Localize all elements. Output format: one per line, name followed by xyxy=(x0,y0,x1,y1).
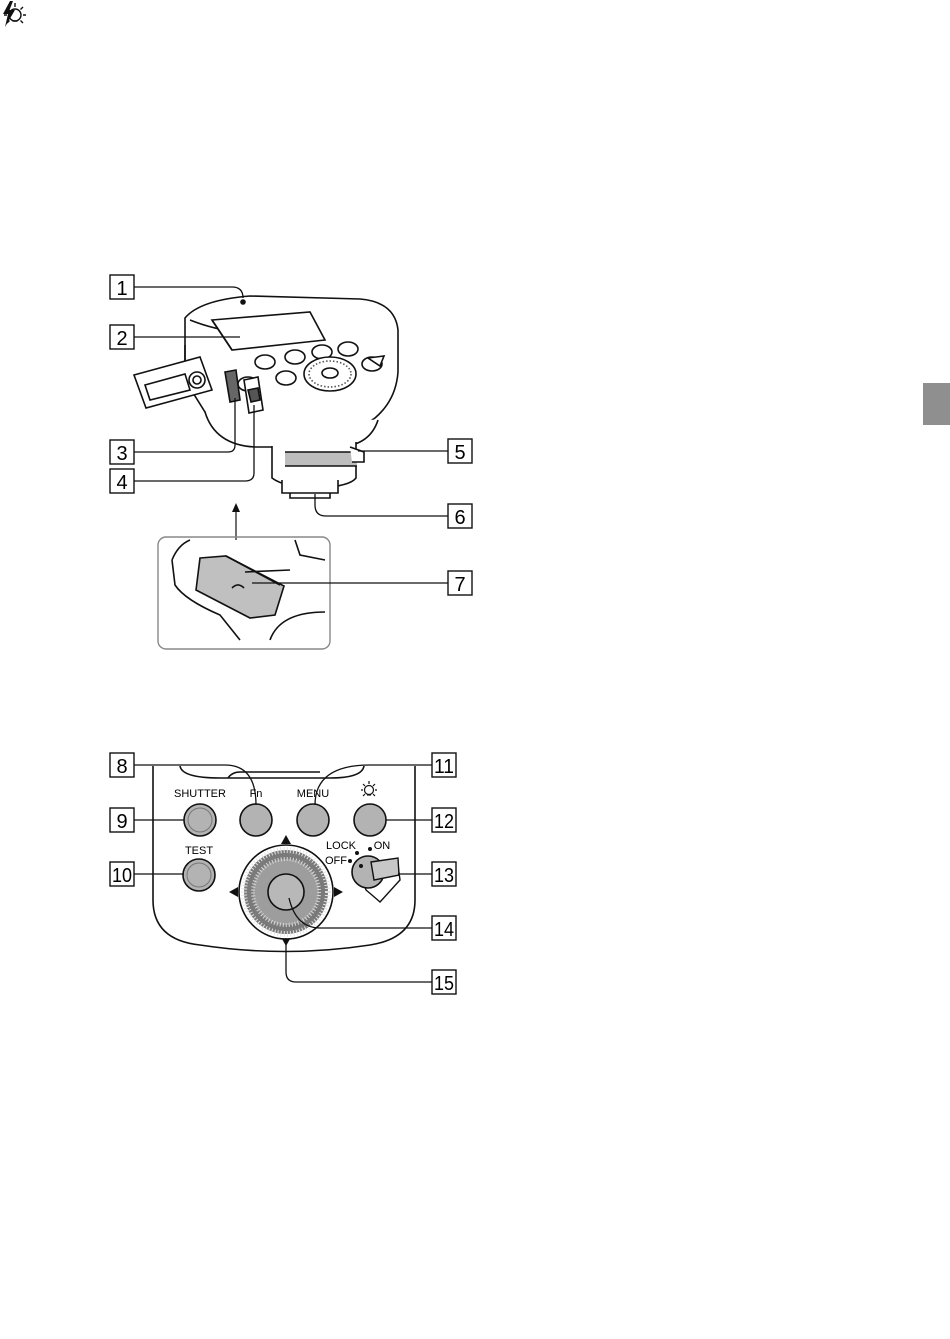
commander-top-illustration xyxy=(134,296,398,498)
flash-icon xyxy=(0,0,18,28)
svg-text:8: 8 xyxy=(116,756,127,778)
callout-7: 7 xyxy=(448,571,472,596)
svg-text:13: 13 xyxy=(434,865,454,887)
callout-4: 4 xyxy=(110,469,134,494)
svg-text:15: 15 xyxy=(434,973,454,995)
off-position-dot xyxy=(348,859,352,863)
lock-label: LOCK xyxy=(326,840,357,852)
svg-text:4: 4 xyxy=(116,472,127,494)
svg-text:14: 14 xyxy=(434,919,454,941)
svg-text:9: 9 xyxy=(116,811,127,833)
callout-2: 2 xyxy=(110,325,134,350)
callout-1: 1 xyxy=(110,275,134,300)
callout-11: 11 xyxy=(432,753,456,778)
backlight-button[interactable] xyxy=(354,804,386,836)
center-button xyxy=(268,874,304,910)
callout-3: 3 xyxy=(110,440,134,465)
callout-15: 15 xyxy=(432,970,456,995)
menu-button[interactable] xyxy=(297,804,329,836)
test-button[interactable] xyxy=(183,859,215,891)
fn-button[interactable] xyxy=(240,804,272,836)
port-cover-inset xyxy=(158,537,330,649)
off-label: OFF xyxy=(325,855,347,867)
shutter-button[interactable] xyxy=(184,804,216,836)
on-label: ON xyxy=(374,840,391,852)
menu-label: MENU xyxy=(297,788,329,800)
pointer-arrow-head xyxy=(232,503,240,512)
callout-14: 14 xyxy=(432,916,456,941)
svg-text:2: 2 xyxy=(116,328,127,350)
callout-9: 9 xyxy=(110,808,134,833)
callout-6: 6 xyxy=(448,504,472,529)
svg-text:3: 3 xyxy=(116,443,127,465)
on-position-dot xyxy=(368,847,372,851)
callout-12: 12 xyxy=(432,808,456,833)
svg-text:5: 5 xyxy=(454,442,465,464)
control-wheel[interactable] xyxy=(239,845,333,939)
svg-text:7: 7 xyxy=(454,574,465,596)
callout-10: 10 xyxy=(110,862,134,887)
callout-13: 13 xyxy=(432,862,456,887)
svg-text:10: 10 xyxy=(112,865,132,887)
svg-text:12: 12 xyxy=(434,811,454,833)
shutter-label: SHUTTER xyxy=(174,788,226,800)
callout-8: 8 xyxy=(110,753,134,778)
svg-text:6: 6 xyxy=(454,507,465,529)
callout-5: 5 xyxy=(448,439,472,464)
svg-text:1: 1 xyxy=(116,278,127,300)
svg-text:11: 11 xyxy=(434,756,454,778)
test-label: TEST xyxy=(185,845,213,857)
